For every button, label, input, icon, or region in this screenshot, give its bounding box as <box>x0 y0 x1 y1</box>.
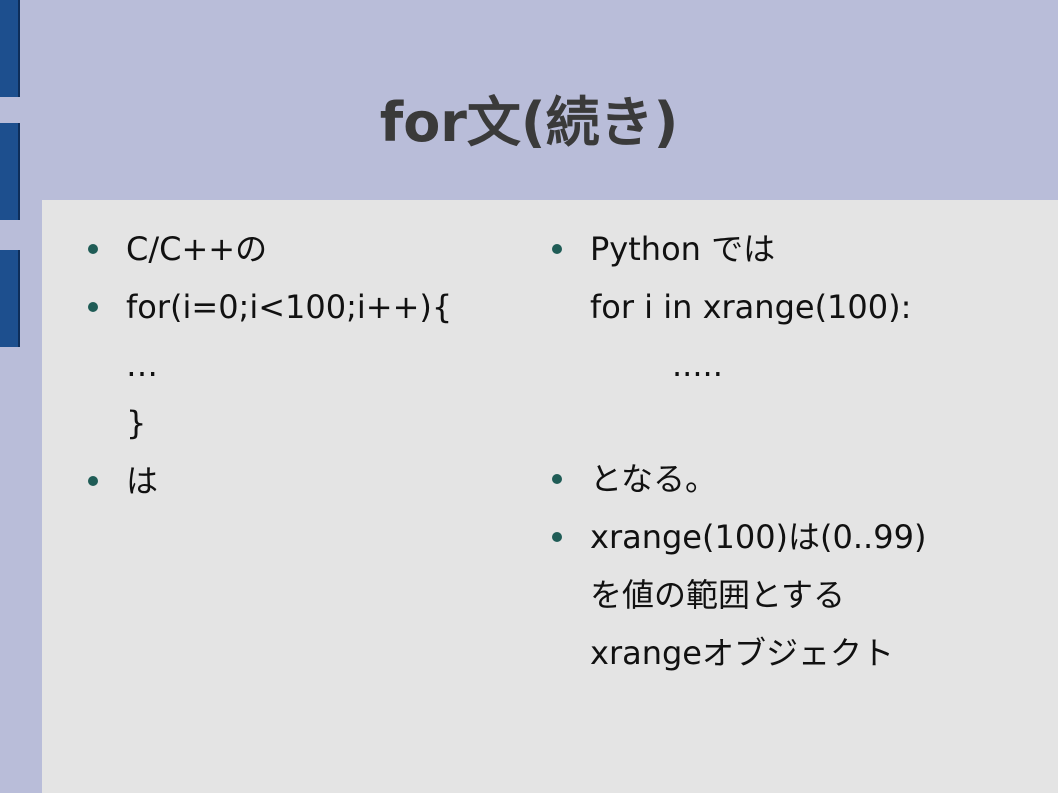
list-item-text: は <box>126 462 159 500</box>
decorative-stripe-bottom <box>0 250 20 347</box>
list-item-text: xrange(100)は(0..99) <box>590 518 927 556</box>
right-column: Python では for i in xrange(100): ..... とな… <box>552 220 1042 682</box>
list-item-text: C/C++の <box>126 230 268 268</box>
list-item: xrange(100)は(0..99) <box>552 508 1042 566</box>
list-item-text: を値の範囲とする <box>590 576 846 614</box>
list-item-continuation: } <box>88 394 508 452</box>
list-item-continuation: ..... <box>552 336 1042 394</box>
list-item: for(i=0;i<100;i++){ <box>88 278 508 336</box>
list-item-text: for i in xrange(100): <box>590 288 912 326</box>
blank-line <box>552 394 1042 450</box>
slide-title: for文(続き) <box>379 91 679 154</box>
list-item: C/C++の <box>88 220 508 278</box>
list-item: は <box>88 452 508 510</box>
left-column: C/C++の for(i=0;i<100;i++){ … } は <box>88 220 508 510</box>
bullet-icon <box>88 302 98 312</box>
list-item-text: ..... <box>672 346 723 384</box>
list-item-continuation: … <box>88 336 508 394</box>
bullet-icon <box>88 244 98 254</box>
list-item-continuation: xrangeオブジェクト <box>552 624 1042 682</box>
bullet-icon <box>552 532 562 542</box>
bullet-icon <box>552 474 562 484</box>
list-item-text: Python では <box>590 230 776 268</box>
list-item-continuation: を値の範囲とする <box>552 566 1042 624</box>
decorative-stripe-top <box>0 0 20 97</box>
list-item: となる。 <box>552 450 1042 508</box>
list-item-continuation: for i in xrange(100): <box>552 278 1042 336</box>
bullet-icon <box>552 244 562 254</box>
content-panel: C/C++の for(i=0;i<100;i++){ … } は Python … <box>42 200 1058 793</box>
list-item-text: for(i=0;i<100;i++){ <box>126 288 453 326</box>
list-item-text: xrangeオブジェクト <box>590 634 894 672</box>
list-item: Python では <box>552 220 1042 278</box>
bullet-icon <box>88 476 98 486</box>
list-item-text: } <box>126 404 147 442</box>
list-item-text: となる。 <box>590 460 718 498</box>
list-item-text: … <box>126 346 158 384</box>
decorative-stripe-middle <box>0 123 20 220</box>
